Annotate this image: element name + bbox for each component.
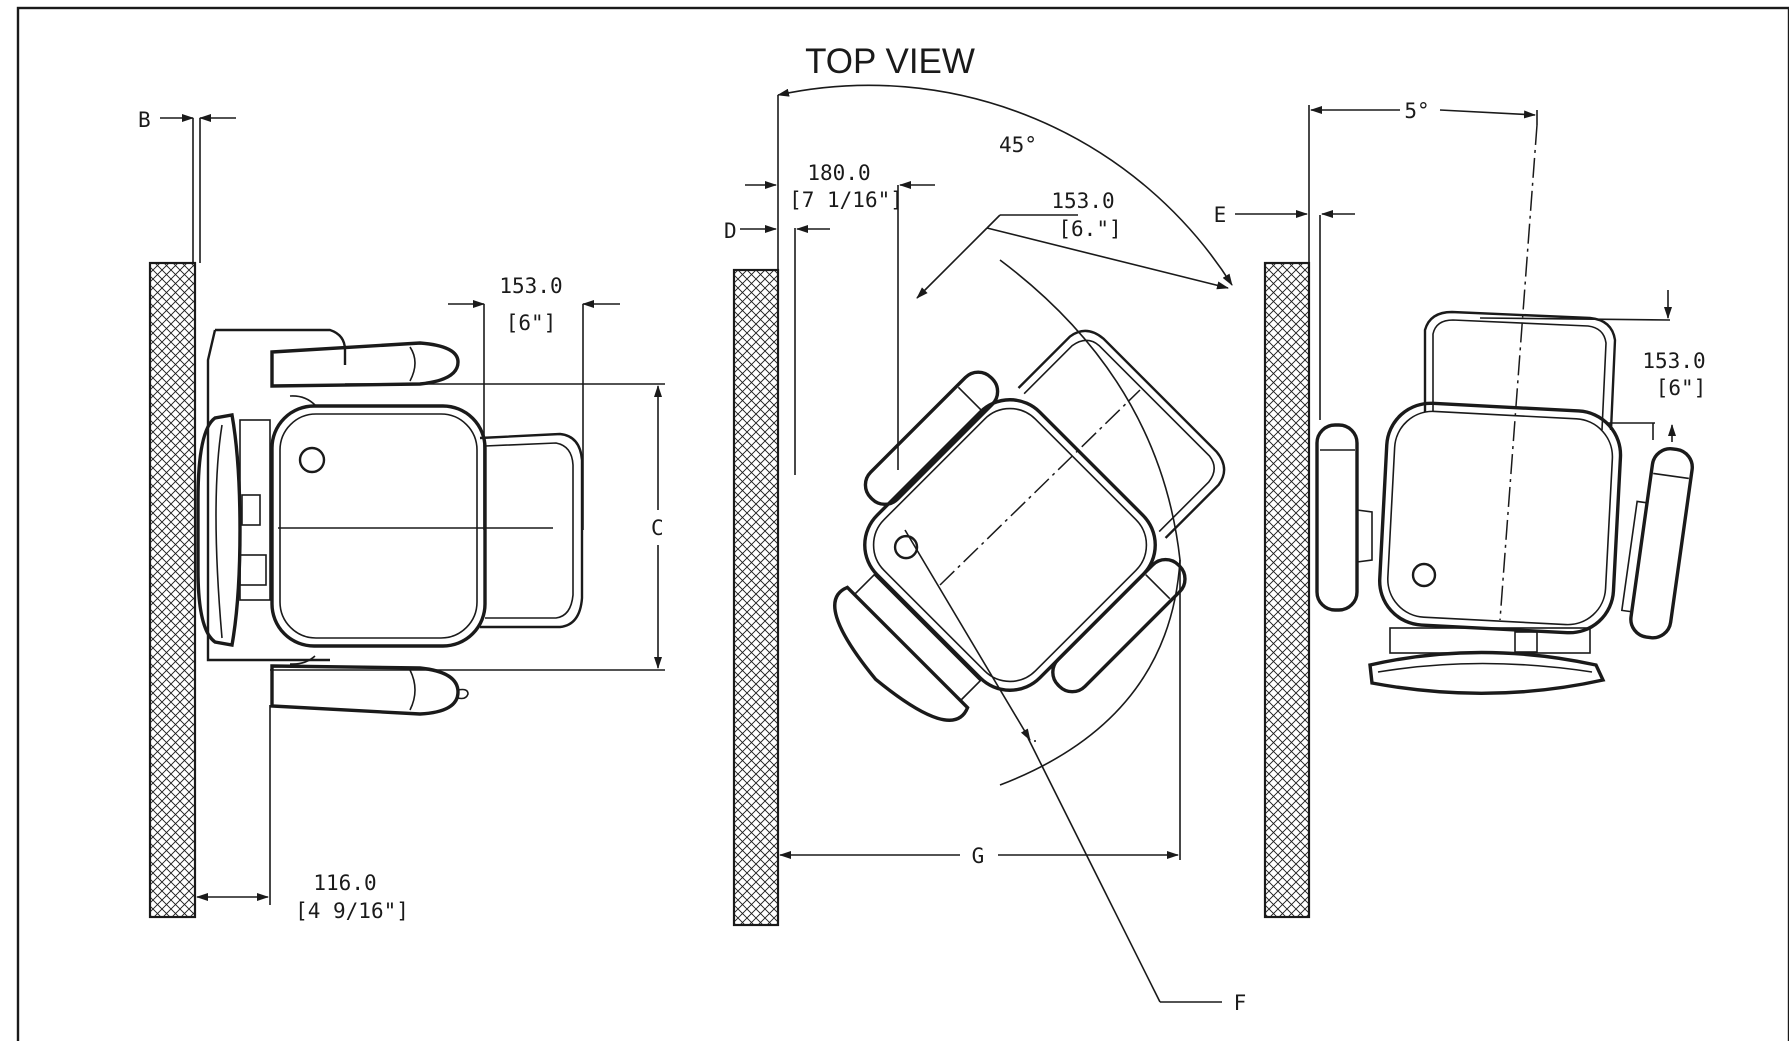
left-dim-offset-mm: 116.0 [313, 871, 376, 895]
left-dim-offset-in: [4 9/16"] [295, 899, 409, 923]
left-dim-depth-mm: 153.0 [499, 274, 562, 298]
right-dim-depth-in: [6"] [1656, 376, 1707, 400]
left-label-b: B [138, 108, 151, 132]
center-dim-depth-mm: 153.0 [1051, 189, 1114, 213]
view-title: TOP VIEW [805, 42, 975, 81]
left-dim-depth-in: [6"] [506, 311, 557, 335]
center-dim-depth-in: [6."] [1058, 217, 1121, 241]
right-angle: 5° [1404, 99, 1429, 123]
center-view: 45° D 180.0 [7 1/16"] 153.0 [6."] [724, 84, 1247, 1015]
right-wall [1263, 261, 1311, 919]
center-label-d: D [724, 219, 737, 243]
left-wall [148, 261, 197, 919]
center-label-g: G [972, 844, 985, 868]
right-label-e: E [1214, 203, 1227, 227]
center-label-f: F [1234, 991, 1247, 1015]
right-dim-depth-mm: 153.0 [1642, 349, 1705, 373]
center-wall [732, 268, 780, 927]
center-dim-gap-in: [7 1/16"] [789, 188, 903, 212]
center-angle: 45° [999, 133, 1037, 157]
center-dim-gap-mm: 180.0 [807, 161, 870, 185]
left-view: B 153.0 [6"] [138, 108, 665, 923]
left-label-c: C [651, 516, 664, 540]
drawing-border [16, 6, 1789, 1041]
right-view: E 5° 15 [1214, 99, 1707, 919]
